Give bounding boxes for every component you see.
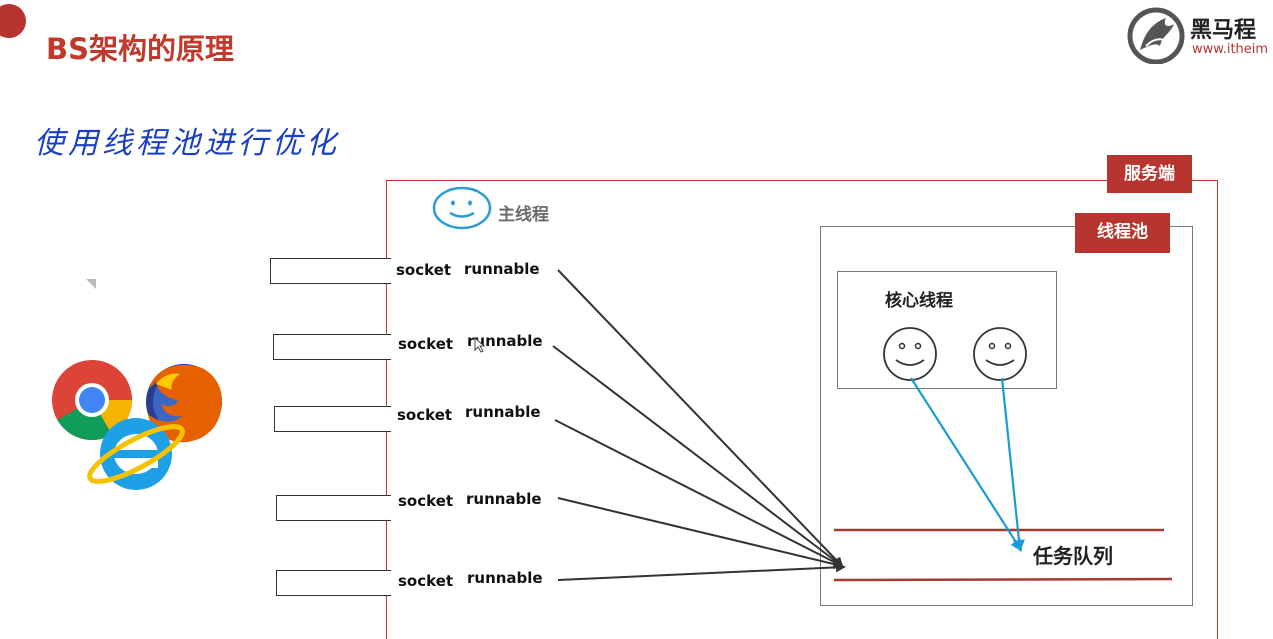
runnable-label: runnable — [467, 332, 543, 350]
corner-dot — [0, 4, 26, 38]
main-thread-smiley-icon — [432, 186, 492, 230]
firefox-icon — [146, 364, 222, 443]
socket-label: socket — [398, 492, 454, 510]
runnable-label: runnable — [466, 490, 542, 508]
ie-icon — [87, 418, 185, 490]
runnable-label: runnable — [467, 569, 543, 587]
core-thread-smiley-icon — [973, 327, 1027, 381]
core-thread-smiley-icon — [883, 327, 937, 381]
chrome-icon — [52, 360, 132, 440]
socket-stub — [276, 570, 391, 596]
socket-label: socket — [398, 335, 454, 353]
horse-logo-icon — [1127, 7, 1185, 64]
task-queue-label: 任务队列 — [1033, 544, 1113, 568]
socket-stub — [270, 258, 391, 284]
logo-name: 黑马程 — [1190, 18, 1257, 43]
slide-title: BS架构的原理 — [46, 32, 234, 66]
browser-icons-group — [52, 360, 222, 490]
subtitle: 使用线程池进行优化 — [34, 126, 340, 161]
runnable-label: runnable — [464, 260, 540, 278]
socket-stub — [276, 495, 391, 521]
brand-logo: 黑马程 www.itheim — [1126, 6, 1273, 64]
collapse-marker-icon — [86, 279, 96, 289]
server-tag: 服务端 — [1107, 155, 1192, 193]
thread-pool-tag: 线程池 — [1075, 213, 1170, 253]
mouse-cursor-icon — [474, 337, 486, 353]
main-thread-label: 主线程 — [498, 205, 549, 225]
task-queue-lines — [833, 528, 1173, 582]
socket-label: socket — [396, 261, 452, 279]
logo-url: www.itheim — [1192, 42, 1269, 57]
core-threads-label: 核心线程 — [885, 291, 953, 311]
runnable-label: runnable — [465, 403, 541, 421]
socket-stub — [273, 334, 391, 360]
socket-label: socket — [397, 406, 453, 424]
socket-stub — [274, 406, 391, 432]
socket-label: socket — [398, 572, 454, 590]
